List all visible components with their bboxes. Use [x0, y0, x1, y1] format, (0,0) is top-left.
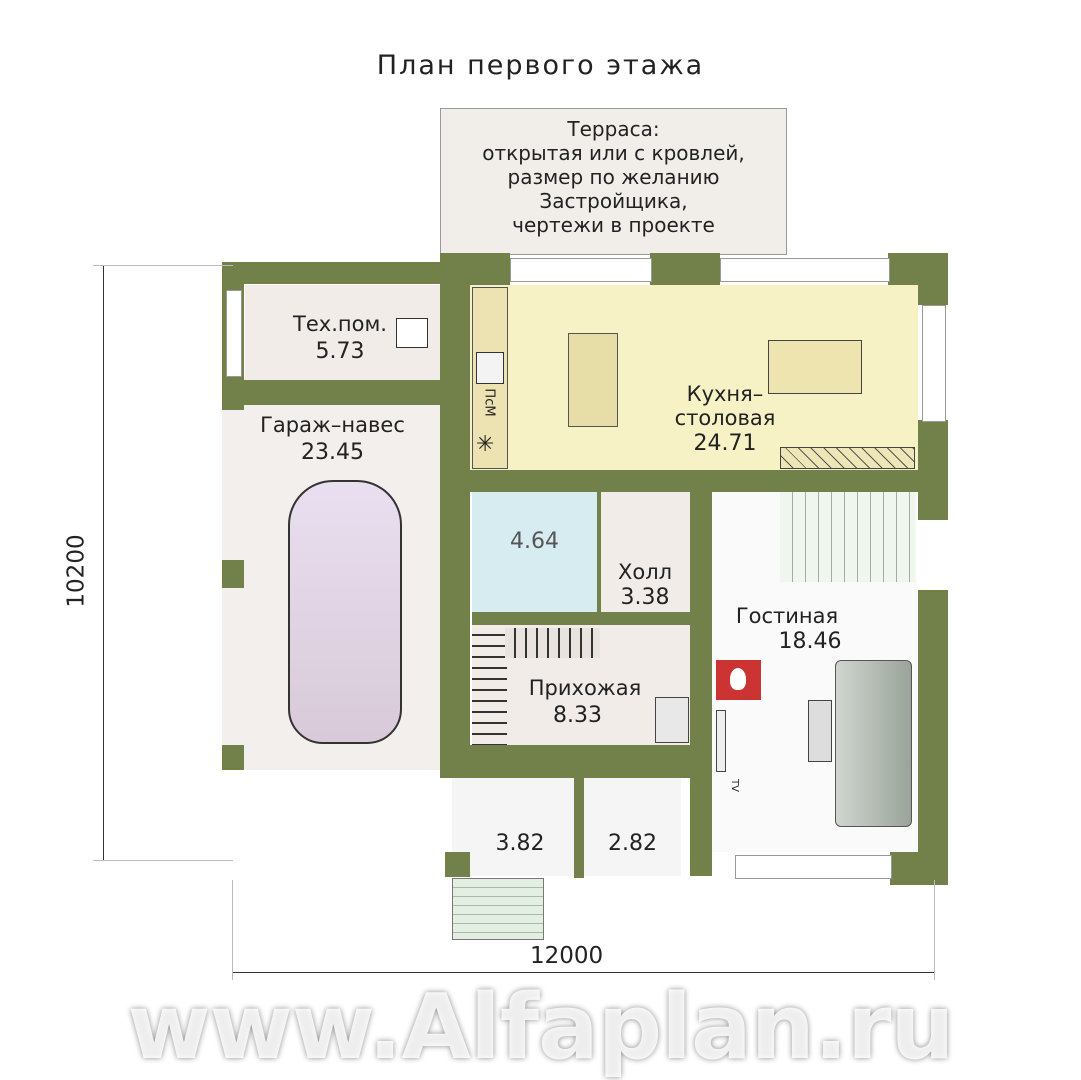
wall	[440, 253, 470, 471]
plan-title: План первого этажа	[376, 50, 705, 81]
storage-area: 2.82	[608, 831, 657, 856]
garage-name: Гараж–навес	[260, 413, 405, 437]
tech-room-area: 5.73	[315, 339, 365, 364]
wardrobe	[472, 625, 507, 745]
vestibule	[452, 778, 574, 876]
wall	[918, 420, 948, 520]
terrace-line: Терраса:	[567, 117, 660, 141]
dimension-line-height	[103, 265, 104, 860]
dishwasher-label: ПсМ	[481, 388, 497, 417]
wall	[440, 745, 712, 778]
entry-hall-area: 8.33	[553, 703, 602, 728]
terrace-line: открытая или с кровлей,	[482, 141, 745, 165]
cabinet-hatched	[780, 447, 915, 469]
wall	[440, 470, 918, 492]
vestibule-area: 3.82	[495, 831, 545, 856]
window	[510, 258, 652, 282]
dimension-width-label: 12000	[530, 943, 604, 969]
living-room-name: Гостиная	[735, 604, 839, 628]
boiler-icon	[396, 318, 428, 348]
wall	[222, 745, 244, 770]
stove-icon	[655, 697, 689, 743]
terrace-line: размер по желанию	[507, 165, 720, 189]
window	[735, 855, 892, 879]
wall	[445, 852, 470, 877]
dimension-tick	[93, 265, 233, 266]
wall	[440, 253, 510, 285]
tech-room-name: Тех.пом.	[293, 312, 387, 336]
dimension-line-width	[232, 972, 935, 973]
wall	[222, 262, 440, 284]
bathroom-area: 4.64	[510, 529, 559, 554]
wall	[472, 612, 692, 625]
window	[226, 290, 242, 377]
staircase	[780, 492, 915, 582]
garage-area: 23.45	[301, 440, 364, 465]
storage	[584, 778, 681, 876]
wall	[918, 253, 948, 305]
wall	[440, 471, 470, 776]
tv	[716, 710, 726, 772]
terrace: Терраса: открытая или с кровлей, размер …	[440, 108, 787, 255]
fridge-icon: ✳	[476, 432, 495, 457]
tv-label: TV	[728, 779, 740, 792]
window	[720, 258, 890, 282]
entry-hall-name: Прихожая	[528, 676, 642, 700]
shoe-cabinet	[505, 628, 600, 658]
terrace-line: Застройщика,	[539, 189, 688, 213]
sink-icon	[476, 352, 504, 384]
hall-name: Холл	[617, 560, 673, 584]
sofa	[835, 660, 912, 827]
bathroom	[472, 492, 597, 617]
hall-area: 3.38	[620, 585, 670, 610]
kitchen-island	[568, 333, 618, 427]
wall	[890, 852, 948, 885]
watermark: www.Alfaplan.ru	[127, 975, 955, 1080]
wall	[574, 778, 584, 878]
entry-steps	[452, 878, 544, 940]
dimension-height-label: 10200	[63, 534, 90, 608]
wall	[597, 492, 601, 617]
coffee-table	[808, 700, 832, 762]
kitchen-area: 24.71	[693, 431, 757, 456]
dining-table	[768, 340, 862, 394]
wall	[222, 560, 244, 588]
wall	[918, 590, 948, 885]
living-room-area: 18.46	[778, 629, 842, 654]
kitchen-name-2: столовая	[674, 406, 776, 430]
wall	[650, 253, 720, 285]
terrace-line: чертежи в проекте	[512, 213, 715, 237]
car-icon	[288, 480, 402, 744]
wall	[690, 471, 712, 876]
window	[922, 305, 946, 422]
dimension-tick	[232, 880, 233, 980]
wall	[222, 380, 440, 405]
kitchen-name: Кухня–	[686, 382, 764, 406]
hall	[600, 492, 690, 612]
dimension-tick	[93, 860, 233, 861]
fireplace-icon	[716, 660, 761, 700]
dimension-tick	[934, 880, 935, 980]
